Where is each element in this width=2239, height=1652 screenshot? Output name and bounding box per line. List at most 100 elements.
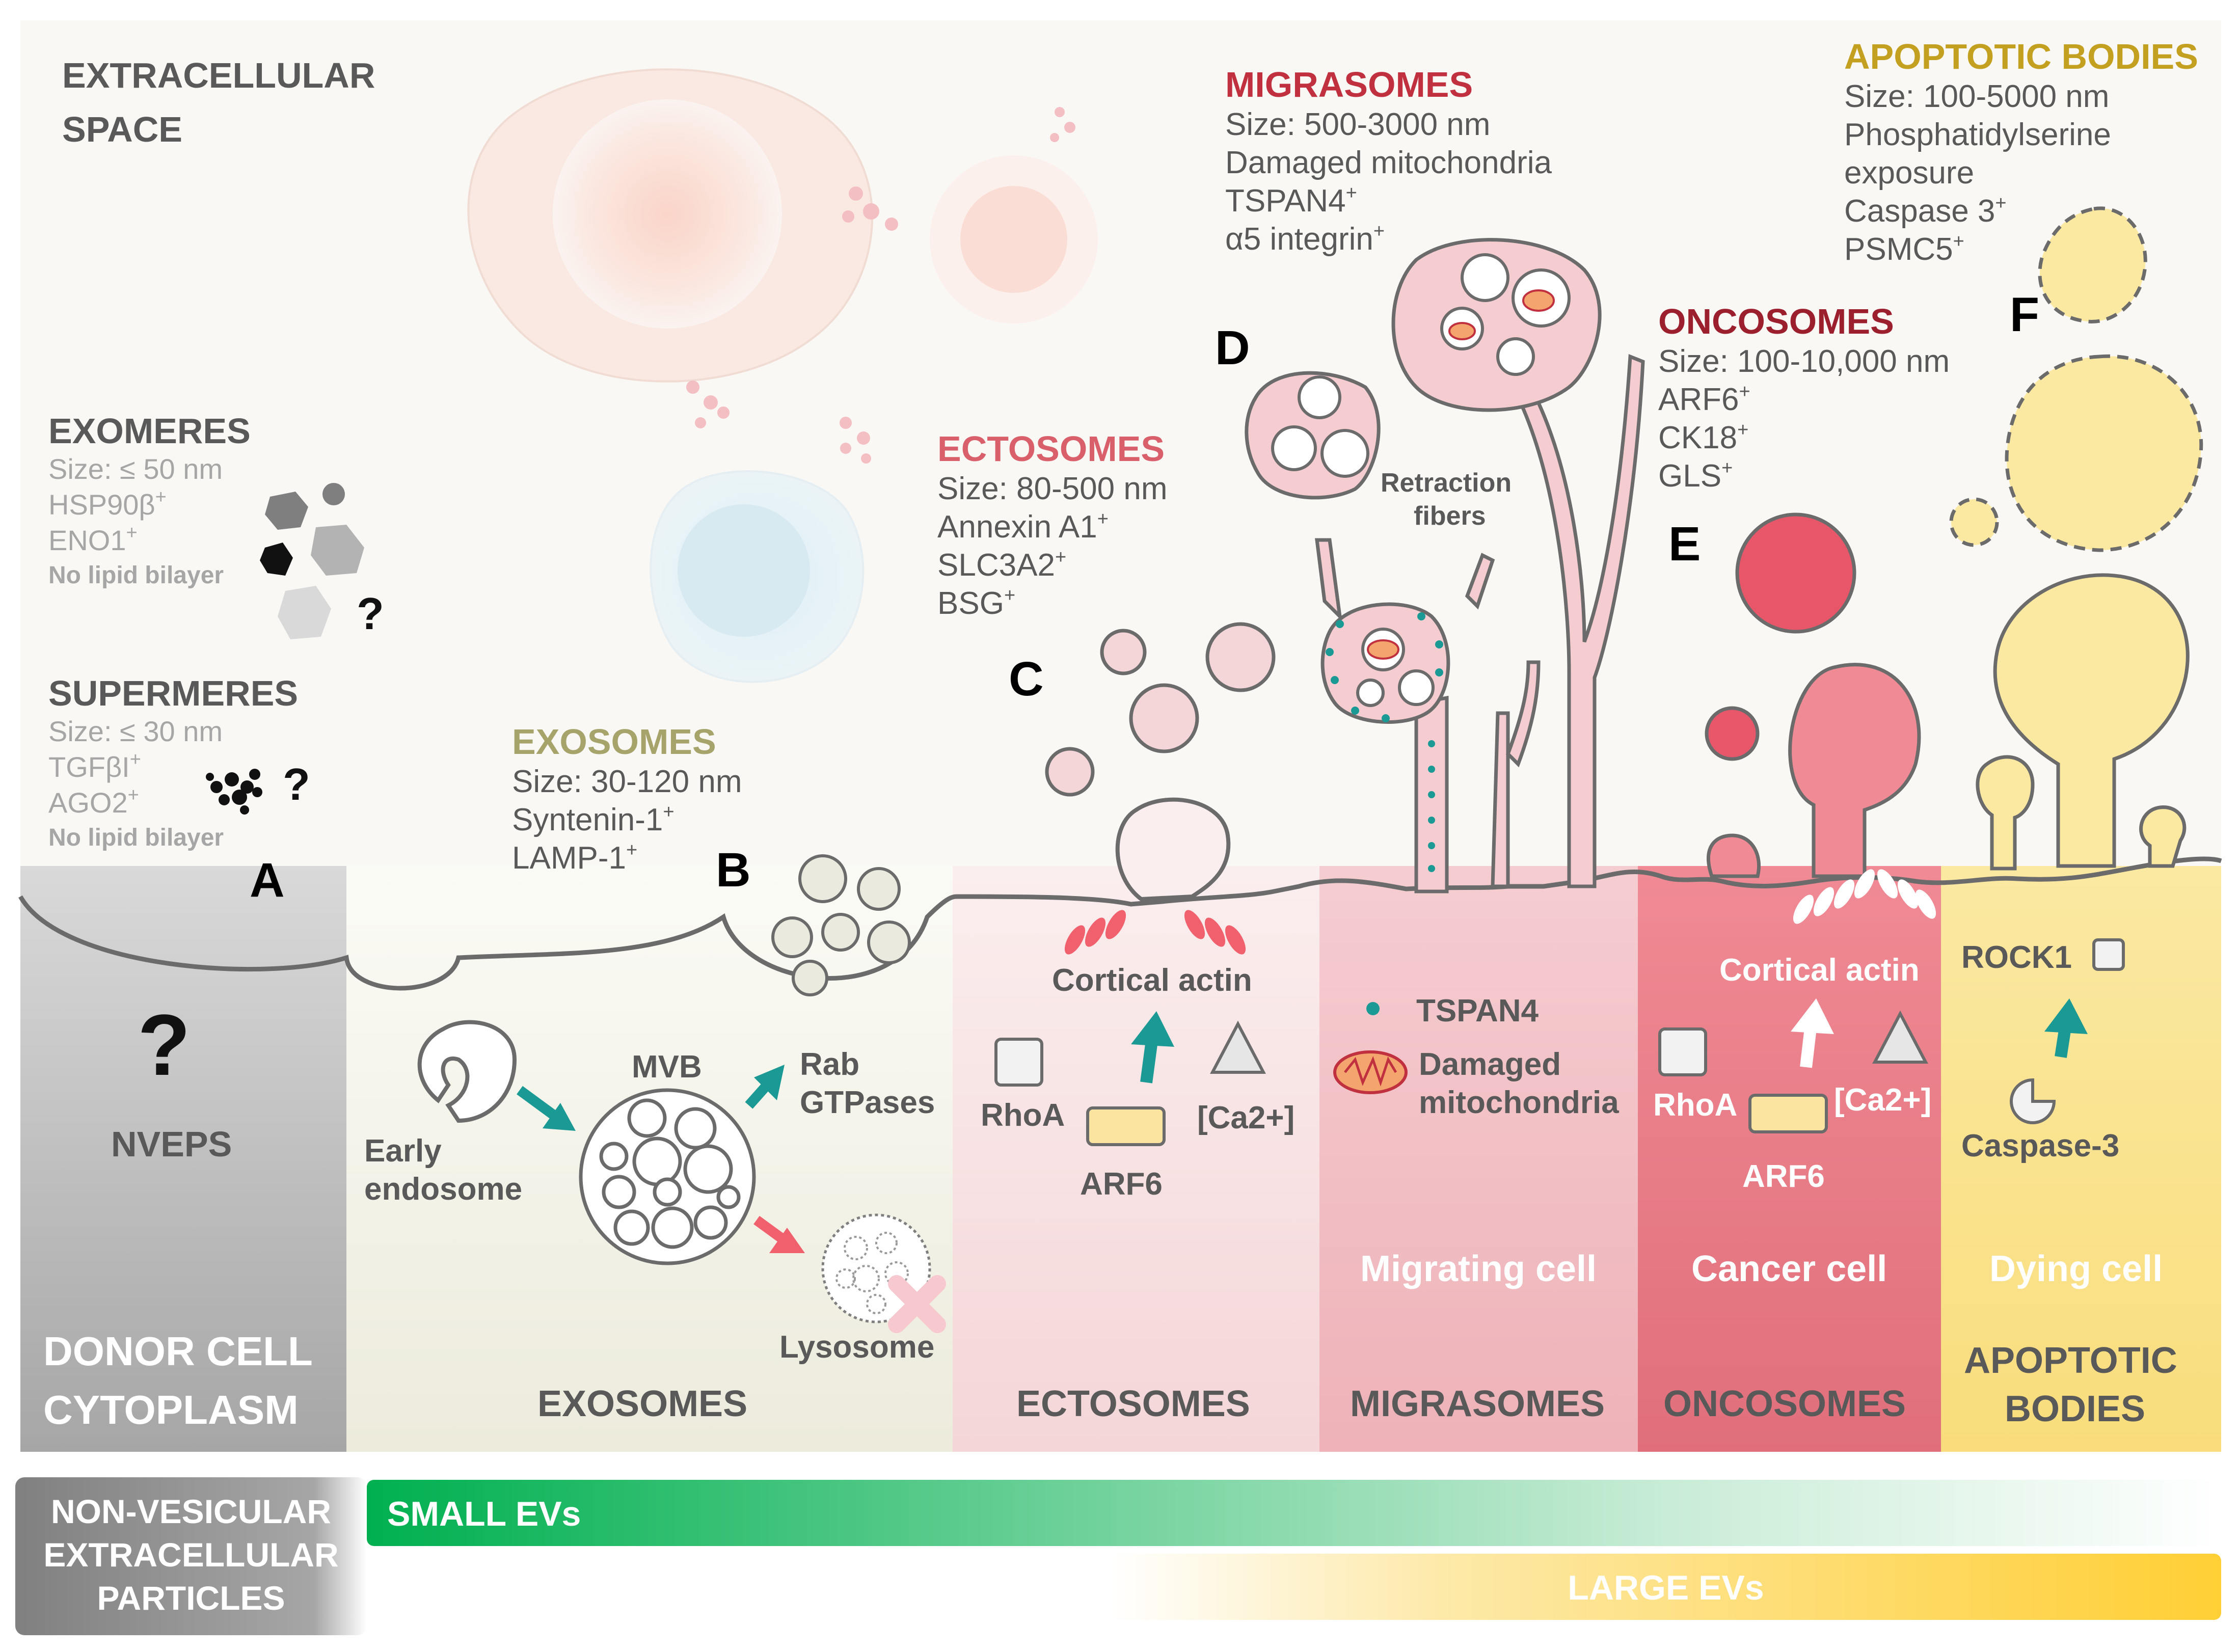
oncosomes-title: ONCOSOMES: [1658, 302, 1894, 341]
cancer-cell-label: Cancer cell: [1691, 1249, 1887, 1289]
exosomes-marker-2: LAMP-1+: [512, 839, 637, 876]
migrasome-mitochondria: [1367, 289, 1555, 660]
damaged-mito-legend-icon: [1333, 1050, 1408, 1094]
tspan4-legend-icon: [1366, 1002, 1380, 1015]
ectosomes-section-label: ECTOSOMES: [1016, 1384, 1250, 1424]
exosomes-size: Size: 30-120 nm: [512, 764, 742, 799]
supermeres-marker-2: AGO2+: [48, 784, 139, 819]
rock1-icon: [2092, 938, 2125, 971]
apo-arrowhead: [2044, 998, 2088, 1034]
damaged-mito-legend-2: mitochondria: [1419, 1085, 1619, 1120]
donor-cell-label: DONOR CELL: [43, 1329, 313, 1374]
faint-background-cells: [467, 68, 1098, 683]
supermeres-title: SUPERMERES: [48, 673, 298, 713]
rab-label-1: Rab: [800, 1047, 859, 1082]
apoptotic-section-label-1: APOPTOTIC: [1964, 1340, 2177, 1381]
label-d: D: [1215, 321, 1250, 375]
label-c: C: [1009, 652, 1044, 706]
oncosomes-marker-1: ARF6+: [1658, 381, 1750, 417]
mvb: [579, 1088, 756, 1265]
arrow-endosome-to-mvb: [517, 1086, 561, 1123]
exomeres-title: EXOMERES: [48, 411, 251, 451]
migrasomes-section-label: MIGRASOMES: [1350, 1384, 1605, 1424]
exomere-particles: [260, 483, 364, 639]
apoptotic-panel: [1941, 866, 2221, 1452]
mvb-label: MVB: [632, 1049, 702, 1085]
caspase-3-label: Caspase-3: [1961, 1128, 2119, 1163]
arrowhead-3: [769, 1228, 805, 1253]
ecto-cortical-actin-label: Cortical actin: [1052, 963, 1252, 998]
onco-arf6-label: ARF6: [1742, 1159, 1825, 1194]
ectosome-panel: [953, 866, 1319, 1452]
exomeres-question: ?: [357, 588, 384, 639]
supermere-particles: [206, 769, 262, 815]
onco-cortical-actin-label: Cortical actin: [1719, 953, 1920, 988]
onco-arf6-icon: [1748, 1094, 1828, 1133]
damaged-mito-legend-1: Damaged: [1419, 1047, 1561, 1082]
lysosome: [821, 1213, 946, 1333]
label-a: A: [250, 853, 285, 907]
apoptotic-title: APOPTOTIC BODIES: [1844, 37, 2198, 76]
supermeres-note: No lipid bilayer: [48, 824, 224, 851]
early-endosome-label-1: Early: [364, 1133, 442, 1169]
ectosomes-title: ECTOSOMES: [937, 429, 1165, 469]
cell-membrane: [18, 856, 2222, 991]
apoptotic-marker-1: Caspase 3+: [1844, 193, 2007, 229]
onco-rhoa-icon: [1658, 1027, 1707, 1076]
exomeres-note: No lipid bilayer: [48, 562, 224, 589]
ecto-rhoa-icon: [994, 1038, 1043, 1087]
nvep-bar-label-3: PARTICLES: [97, 1579, 285, 1617]
supermeres-size: Size: ≤ 30 nm: [48, 715, 223, 747]
rock1-label: ROCK1: [1961, 940, 2072, 975]
oncosomes-marker-2: CK18+: [1658, 419, 1748, 455]
extracellular-title: EXTRACELLULAR: [62, 56, 375, 95]
apoptotic-line3: exposure: [1844, 155, 1974, 191]
oncosomes-marker-3: GLS+: [1658, 457, 1733, 494]
tspan4-dots: [1326, 612, 1443, 872]
exomeres-marker-1: HSP90β+: [48, 486, 167, 521]
migrasomes-marker-2: α5 integrin+: [1225, 221, 1385, 257]
migrasomes-size: Size: 500-3000 nm: [1225, 107, 1490, 142]
ecto-arrowhead: [1131, 1011, 1174, 1047]
supermeres-question: ?: [283, 759, 310, 809]
apoptotic-size: Size: 100-5000 nm: [1844, 79, 2109, 114]
extracellular-title-2: SPACE: [62, 110, 182, 149]
nvep-bar: [15, 1477, 367, 1635]
early-endosome-label-2: endosome: [364, 1172, 522, 1207]
exosomes-marker-1: Syntenin-1+: [512, 801, 675, 837]
ectosome-vesicles: [1045, 622, 1276, 797]
ectosomes-size: Size: 80-500 nm: [937, 471, 1167, 506]
rab-label-2: GTPases: [800, 1085, 935, 1120]
arrowhead-2: [754, 1065, 785, 1100]
migrating-cell-label: Migrating cell: [1360, 1249, 1597, 1289]
supermeres-marker-1: TGFβI+: [48, 749, 141, 783]
exomeres-marker-2: ENO1+: [48, 522, 138, 556]
migrasomes-line2: Damaged mitochondria: [1225, 145, 1552, 180]
small-ev-label: SMALL EVs: [387, 1495, 581, 1533]
oncosomes-section-label: ONCOSOMES: [1663, 1384, 1906, 1424]
budding-ectosome: [1115, 797, 1231, 902]
label-e: E: [1668, 517, 1701, 571]
exomeres-size: Size: ≤ 50 nm: [48, 453, 223, 485]
donor-cytoplasm-label: CYTOPLASM: [43, 1387, 299, 1432]
oncosome-vesicles: [1705, 512, 1921, 878]
ecto-calcium-label: [Ca2+]: [1197, 1100, 1294, 1135]
migrasome-inner-vesicles: [1271, 253, 1571, 707]
label-b: B: [716, 843, 751, 897]
ecto-arf6-label: ARF6: [1080, 1167, 1163, 1202]
small-ev-bar: [367, 1480, 2221, 1546]
apoptotic-marker-2: PSMC5+: [1844, 231, 1964, 267]
tspan4-legend-label: TSPAN4: [1416, 993, 1539, 1028]
apoptotic-blebs: [1976, 573, 2190, 871]
migrasome-panel: [1319, 866, 1638, 1452]
ectosomes-marker-3: BSG+: [937, 585, 1015, 621]
oncosomes-size: Size: 100-10,000 nm: [1658, 344, 1950, 379]
exosomes-title: EXOSOMES: [512, 722, 716, 762]
oncosome-cortical-actin: [1793, 869, 1936, 924]
ecto-calcium-icon: [1210, 1020, 1266, 1074]
dying-cell-label: Dying cell: [1989, 1249, 2163, 1289]
exosomes-section-label: EXOSOMES: [537, 1384, 747, 1424]
label-f: F: [2010, 288, 2039, 342]
large-ev-bar: [1111, 1554, 2221, 1620]
